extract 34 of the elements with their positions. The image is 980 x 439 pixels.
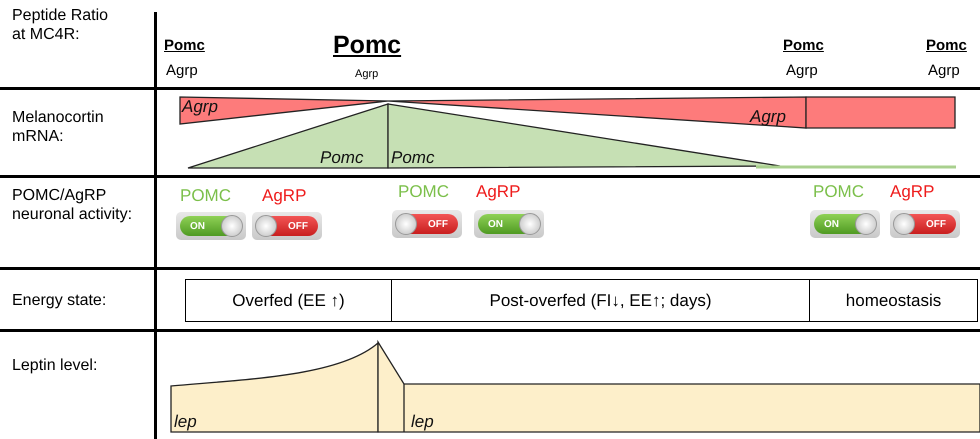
peptide-label: Pomc	[783, 37, 824, 55]
peptide-label: Pomc	[333, 30, 402, 60]
toggle-switch: ON	[176, 212, 246, 240]
peptide-label: AgRP	[890, 182, 934, 202]
toggle-switch: ON	[810, 210, 880, 238]
state-cell: Post-overfed (FI↓, EE↑; days)	[391, 279, 810, 322]
shape-label: Agrp	[750, 108, 786, 125]
shape-label: Agrp	[182, 98, 218, 115]
peptide-label: AgRP	[262, 186, 306, 206]
toggle-switch: OFF	[252, 212, 322, 240]
state-cell: Overfed (EE ↑)	[185, 279, 392, 322]
shape-label: lep	[174, 413, 197, 430]
peptide-label: Pomc	[164, 37, 205, 55]
row-header: Energy state:	[12, 291, 108, 310]
toggle-switch: OFF	[890, 210, 960, 238]
shape-label: lep	[411, 413, 434, 430]
row-header: Peptide Ratio at MC4R:	[12, 6, 110, 44]
peptide-label: AgRP	[476, 182, 520, 202]
shape-label: Pomc	[391, 149, 434, 166]
peptide-label: POMC	[813, 182, 864, 202]
toggle-switch: OFF	[392, 210, 462, 238]
state-cell: homeostasis	[809, 279, 978, 322]
peptide-label: Agrp	[786, 62, 818, 80]
row-header: Melanocortin mRNA:	[12, 108, 105, 146]
toggle-switch: ON	[474, 210, 544, 238]
row-header: Leptin level:	[12, 356, 98, 376]
peptide-label: Agrp	[355, 68, 378, 82]
peptide-label: POMC	[180, 186, 231, 206]
row-header: POMC/AgRP neuronal activity:	[12, 186, 134, 224]
peptide-label: Pomc	[926, 37, 967, 55]
shape-label: Pomc	[320, 149, 364, 166]
peptide-label: Agrp	[166, 62, 198, 80]
peptide-label: POMC	[398, 182, 449, 202]
peptide-label: Agrp	[928, 62, 960, 80]
